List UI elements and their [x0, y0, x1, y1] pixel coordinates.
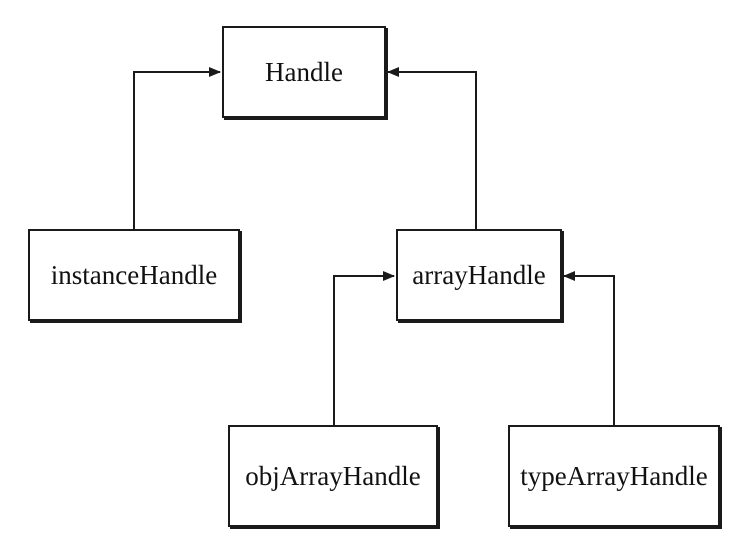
type-array-handle-class-box: typeArrayHandle [508, 425, 720, 527]
obj-array-handle-class-label: objArrayHandle [245, 460, 421, 491]
array-handle-class-box: arrayHandle [396, 229, 562, 321]
type-array-handle-class-label: typeArrayHandle [520, 460, 708, 491]
instance-handle-class-label: instanceHandle [50, 259, 218, 290]
edge-array-handle-to-handle [387, 67, 477, 229]
edge-instance-handle-to-handle [133, 67, 221, 229]
instance-handle-class-box: instanceHandle [28, 229, 240, 321]
array-handle-class-label: arrayHandle [412, 259, 546, 290]
handle-class-label: Handle [265, 56, 343, 87]
handle-class-box: Handle [222, 26, 386, 118]
edge-obj-array-handle-to-array-handle [333, 271, 395, 425]
edge-type-array-handle-to-array-handle [563, 271, 615, 425]
obj-array-handle-class-box: objArrayHandle [228, 425, 438, 527]
